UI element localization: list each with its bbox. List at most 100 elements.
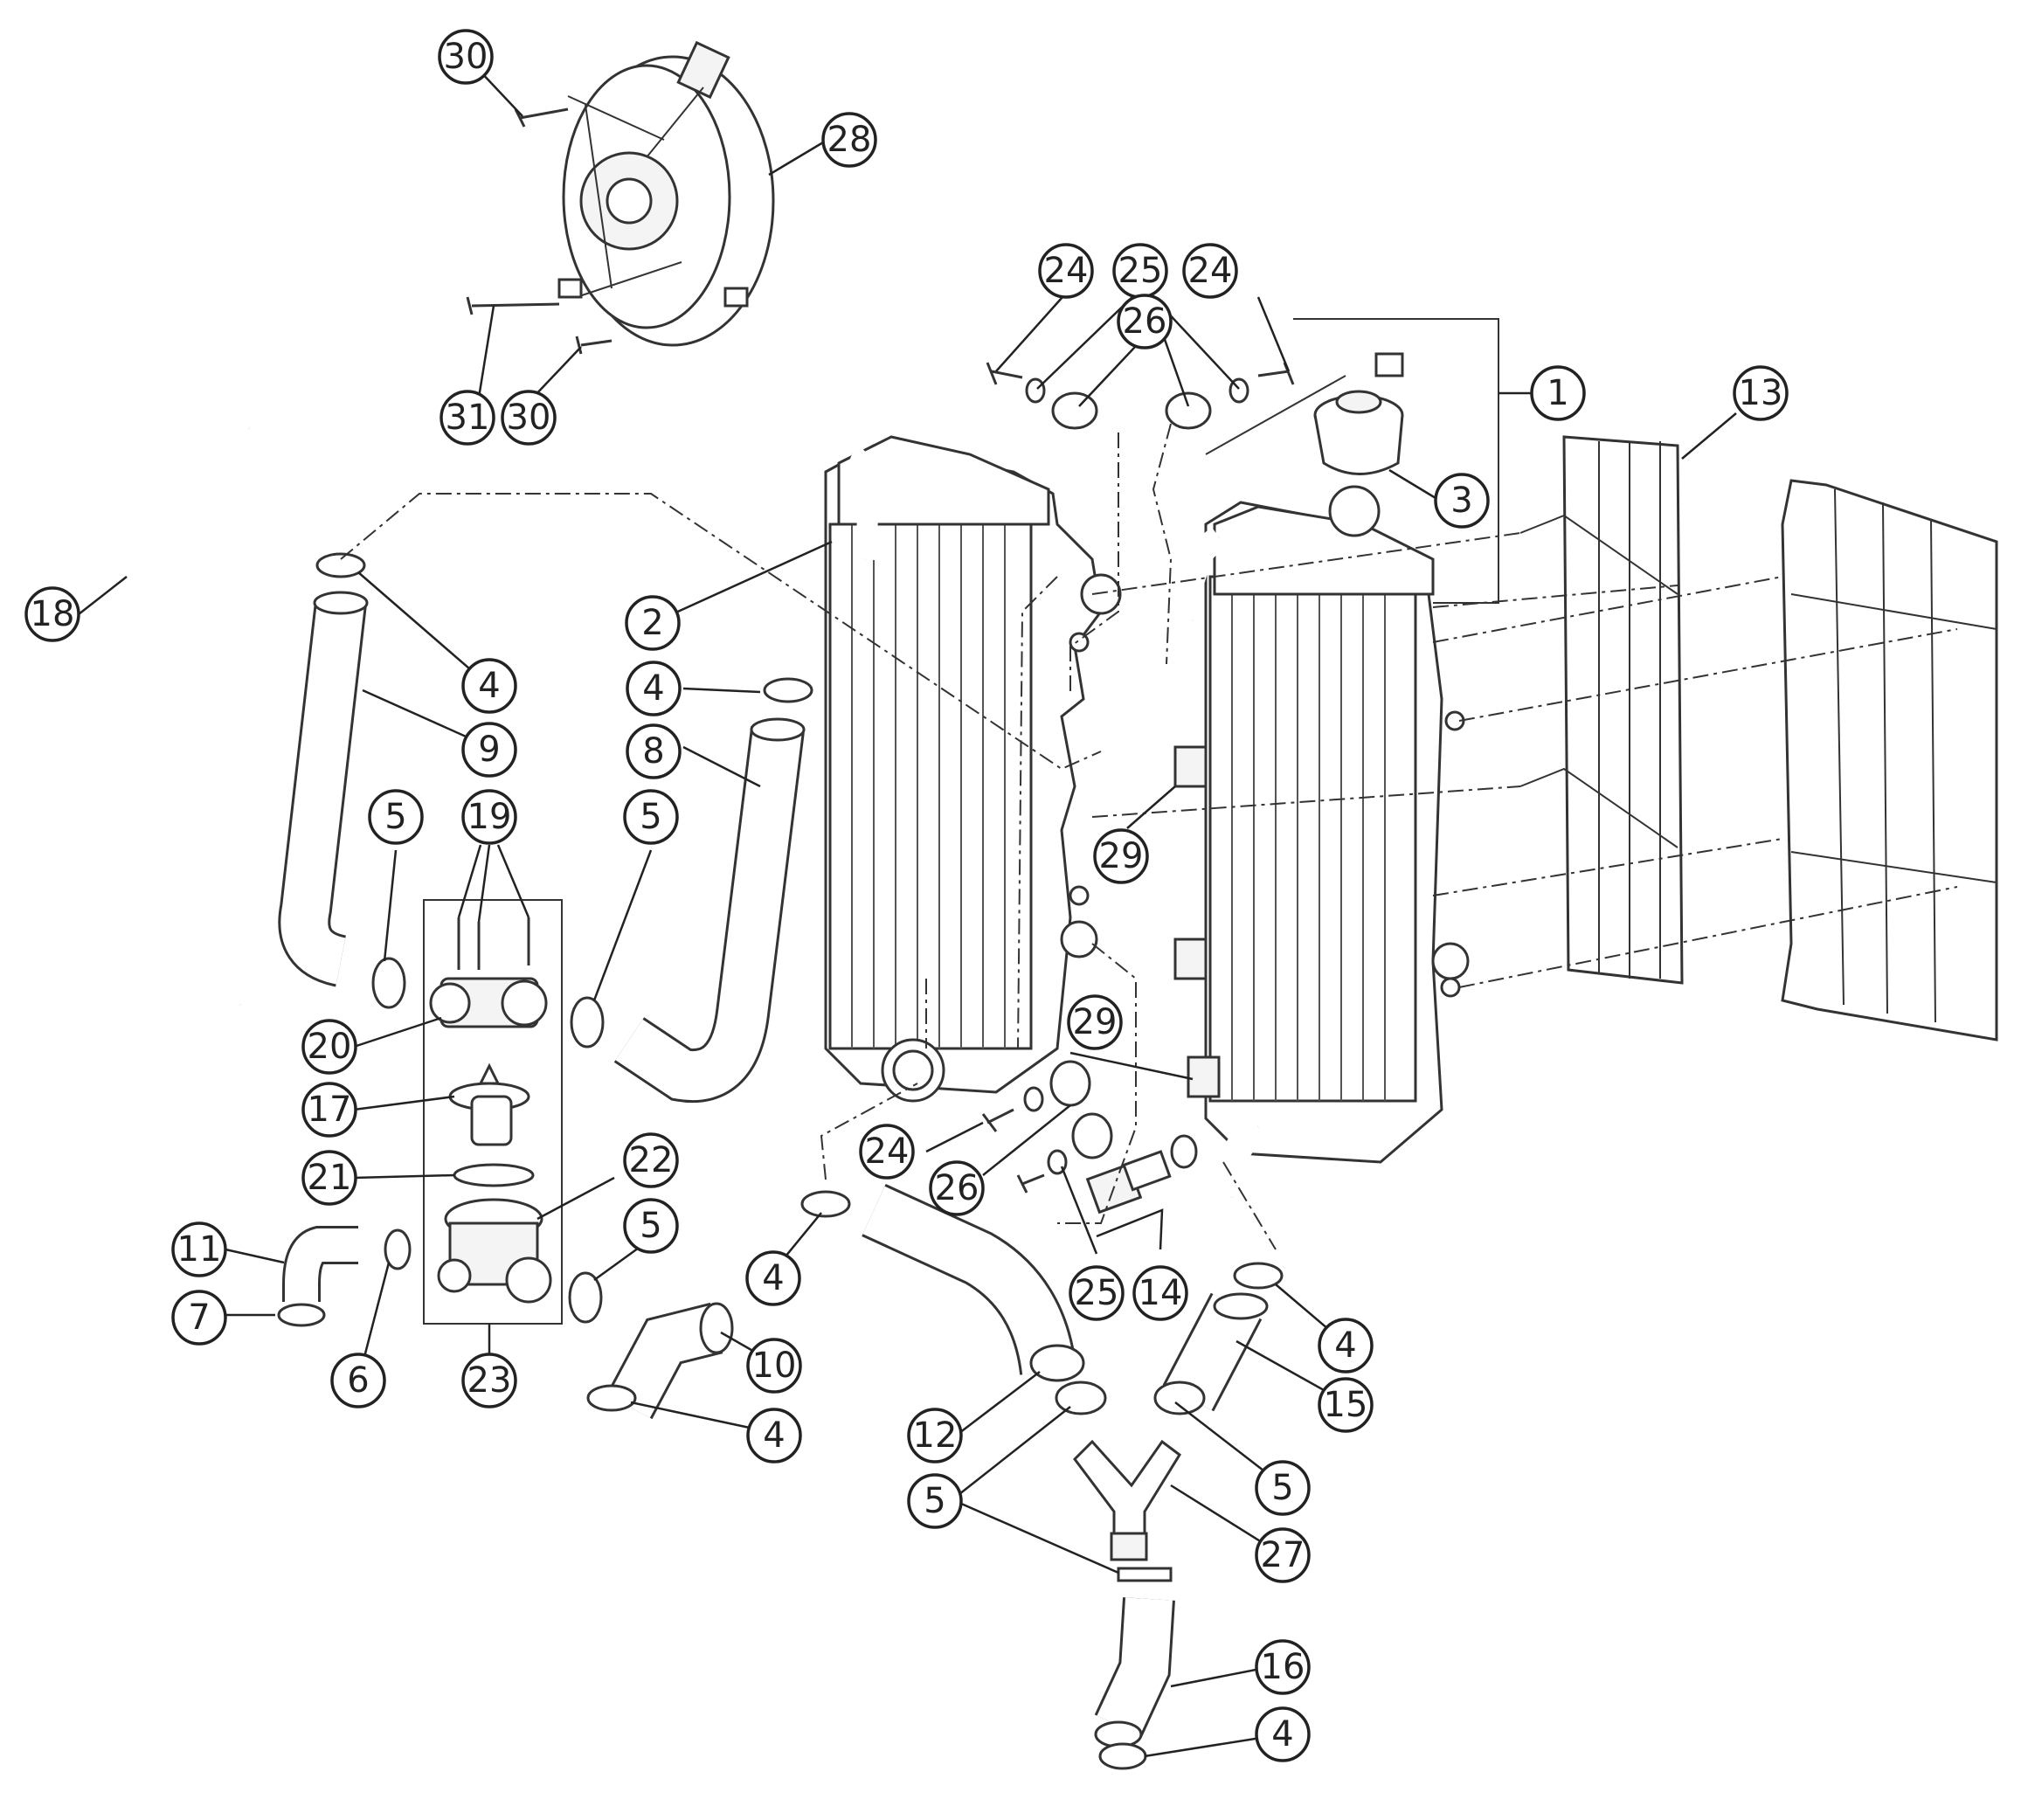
svg-text:13: 13 (1739, 373, 1783, 413)
callout-14: 14 (1132, 1265, 1188, 1321)
callout-22: 22 (623, 1132, 679, 1188)
overflow-hose-18 (96, 363, 253, 1009)
svg-text:26: 26 (935, 1168, 979, 1208)
clamp-4-d (586, 1384, 637, 1412)
cooling-fan-assembly (557, 40, 775, 347)
svg-text:18: 18 (31, 594, 75, 634)
svg-text:31: 31 (446, 398, 490, 438)
svg-text:21: 21 (308, 1158, 352, 1198)
fan-screw-30-top (514, 107, 569, 128)
clamp-5-b (570, 996, 605, 1048)
callout-12: 12 (907, 1408, 963, 1464)
svg-text:20: 20 (308, 1027, 352, 1067)
svg-text:29: 29 (1099, 836, 1144, 876)
clamp-4-f (1098, 1742, 1147, 1770)
svg-text:4: 4 (763, 1415, 785, 1456)
clamp-5-e (1153, 1381, 1206, 1415)
callout-24-bottom: 24 (859, 1124, 915, 1180)
bolt-bottom-lower (1016, 1173, 1045, 1194)
right-radiator-1 (1173, 485, 1470, 1201)
callout-26-top: 26 (1117, 294, 1173, 349)
callout-4-hose10: 4 (746, 1408, 802, 1464)
callout-11: 11 (171, 1221, 227, 1277)
left-radiator-2 (824, 435, 1122, 1103)
svg-text:29: 29 (1073, 1002, 1118, 1042)
svg-text:5: 5 (640, 797, 661, 837)
callout-5-thermostat: 5 (623, 1198, 679, 1254)
callout-7: 7 (171, 1290, 227, 1346)
svg-text:7: 7 (188, 1298, 210, 1338)
svg-text:15: 15 (1324, 1385, 1368, 1425)
callout-8: 8 (626, 723, 682, 779)
callout-25-bottom: 25 (1069, 1265, 1125, 1321)
callout-18: 18 (24, 586, 80, 642)
svg-text:12: 12 (913, 1415, 958, 1456)
callout-6: 6 (330, 1353, 386, 1408)
svg-text:5: 5 (384, 797, 406, 837)
svg-text:5: 5 (924, 1481, 945, 1521)
callout-4-bottom: 4 (1255, 1706, 1311, 1762)
svg-text:1: 1 (1547, 373, 1568, 413)
screws-19 (457, 917, 530, 970)
callout-5-y-left: 5 (907, 1473, 963, 1529)
clamp-4-a (315, 552, 366, 578)
svg-text:25: 25 (1118, 251, 1163, 291)
svg-text:28: 28 (827, 120, 872, 160)
callout-5-y-right: 5 (1255, 1460, 1311, 1516)
assembly-reference-lines (340, 318, 1958, 1250)
grommet-26-bottom-lower (1071, 1112, 1113, 1159)
y-connector-27 (1073, 1439, 1181, 1582)
o-ring-21 (453, 1163, 535, 1187)
callout-28: 28 (821, 112, 877, 168)
callout-4-hose15: 4 (1318, 1318, 1374, 1374)
svg-text:27: 27 (1261, 1535, 1305, 1575)
bolt-24-top-right (1257, 362, 1295, 385)
callout-3: 3 (1434, 473, 1490, 529)
callout-23: 23 (461, 1353, 517, 1408)
svg-text:2: 2 (641, 603, 663, 643)
clamp-4-b (763, 677, 813, 703)
svg-text:14: 14 (1139, 1273, 1183, 1313)
bolt-24-bottom (981, 1108, 1014, 1132)
thermostat-17 (448, 1062, 530, 1146)
hose-10 (606, 1302, 734, 1420)
svg-text:24: 24 (1044, 251, 1089, 291)
svg-text:19: 19 (467, 797, 512, 837)
callout-4-center: 4 (626, 661, 682, 716)
clamp-4-c (800, 1190, 851, 1218)
clamp-6 (384, 1228, 412, 1270)
svg-text:4: 4 (1271, 1714, 1293, 1754)
radiator-guard-outer-13 (1781, 479, 1998, 1041)
callout-24-top-left: 24 (1038, 243, 1094, 299)
svg-text:23: 23 (467, 1360, 512, 1401)
svg-text:6: 6 (347, 1360, 369, 1401)
fan-screw-30-bottom (575, 336, 613, 355)
washer-25-top-left (1025, 377, 1046, 404)
callout-16: 16 (1255, 1639, 1311, 1695)
svg-text:11: 11 (177, 1229, 222, 1270)
callout-13: 13 (1733, 365, 1789, 421)
callout-29-upper: 29 (1093, 828, 1149, 884)
callout-25-top: 25 (1112, 243, 1168, 299)
svg-text:3: 3 (1450, 481, 1472, 521)
callout-31: 31 (439, 390, 495, 446)
svg-text:30: 30 (507, 398, 551, 438)
callout-5-center: 5 (623, 789, 679, 845)
grommet-26-bottom-upper (1049, 1060, 1091, 1107)
svg-text:10: 10 (752, 1346, 797, 1386)
grommet-26-top-left (1051, 391, 1098, 430)
hose-12 (862, 1184, 1085, 1382)
svg-text:4: 4 (762, 1258, 784, 1298)
callout-29-lower: 29 (1067, 994, 1123, 1050)
clamp-4-e (1233, 1262, 1284, 1290)
callout-4-left: 4 (461, 658, 517, 714)
fan-bolt-31 (466, 296, 560, 315)
svg-text:5: 5 (640, 1206, 661, 1246)
svg-text:25: 25 (1075, 1273, 1119, 1313)
callout-1: 1 (1530, 365, 1586, 421)
svg-text:24: 24 (1188, 251, 1233, 291)
clamp-5-a (371, 957, 406, 1009)
washer-25-bottom-upper (1023, 1086, 1044, 1112)
svg-text:30: 30 (444, 37, 488, 77)
